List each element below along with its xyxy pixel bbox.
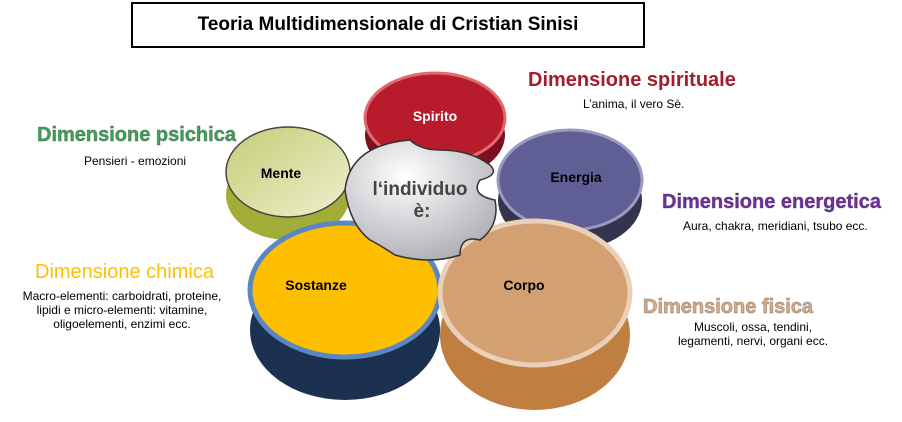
dimension-chimica-line: lipidi e micro-elementi: vitamine, — [36, 303, 208, 317]
dimension-energetica-title: Dimensione energetica — [662, 191, 882, 214]
dimension-fisica-title: Dimensione fisica — [642, 296, 814, 319]
dimension-psichica-title: Dimensione psichica — [37, 124, 237, 147]
dimension-fisica-line: Muscoli, ossa, tendini, — [693, 320, 813, 334]
piece-label-sostanze: Sostanze — [285, 277, 347, 293]
dimension-spirituale-title: Dimensione spirituale — [528, 69, 736, 91]
piece-sostanze — [247, 220, 443, 400]
diagram-title: Teoria Multidimensionale di Cristian Sin… — [131, 2, 645, 48]
dimension-psichica-subtitle: Pensieri - emozioni — [84, 154, 187, 168]
piece-center — [344, 139, 497, 261]
piece-corpo — [437, 218, 633, 410]
piece-label-corpo: Corpo — [503, 277, 545, 293]
dimension-fisica-description: Muscoli, ossa, tendini, legamenti, nervi… — [673, 320, 833, 348]
dimension-chimica-description: Macro-elementi: carboidrati, proteine, l… — [18, 289, 226, 331]
piece-label-spirito: Spirito — [412, 108, 458, 124]
piece-mente — [225, 126, 351, 240]
dimension-fisica-line: legamenti, nervi, organi ecc. — [677, 334, 829, 348]
center-label-line2: è: — [413, 201, 431, 222]
dimension-chimica-title: Dimensione chimica — [35, 261, 214, 283]
dimension-chimica-line: oligoelementi, enzimi ecc. — [53, 317, 191, 331]
dimension-chimica-line: Macro-elementi: carboidrati, proteine, — [22, 289, 222, 303]
piece-label-energia: Energia — [550, 169, 602, 185]
dimension-spirituale-subtitle: L’anima, il vero Sè. — [583, 97, 685, 111]
dimension-energetica-subtitle: Aura, chakra, meridiani, tsubo ecc. — [683, 219, 868, 233]
piece-label-mente: Mente — [260, 165, 302, 181]
center-label-line1: l‘individuo — [372, 179, 468, 200]
